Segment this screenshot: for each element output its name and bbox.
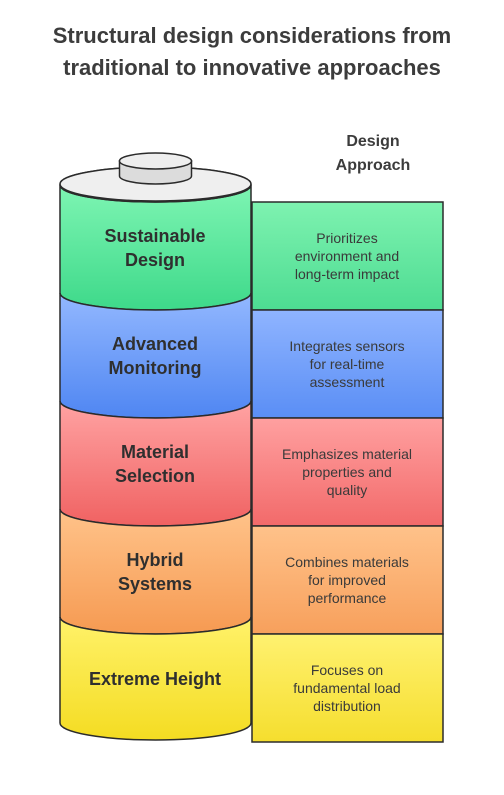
description-line: quality (326, 482, 368, 498)
description-line: distribution (313, 698, 381, 714)
description-text: Focuses on fundamental load distribution (252, 661, 442, 715)
segment-label-line: Sustainable (104, 225, 206, 246)
segment-label-line: Advanced (111, 333, 199, 354)
description-box (251, 525, 444, 635)
description-text: Prioritizes environment and long-term impa… (252, 229, 442, 283)
description-line: properties and (302, 464, 392, 480)
segment-label-line: Selection (114, 465, 196, 486)
cylinder-terminal-top (118, 152, 193, 170)
segment-label-line: Systems (117, 573, 193, 594)
segment-label-line: Extreme Height (88, 668, 222, 689)
diagram-title: Structural design considerations from tr… (0, 20, 504, 84)
column-header: Design Approach (318, 130, 428, 178)
title-line-1: Structural design considerations from (52, 23, 452, 48)
segment-label-line: Material (120, 441, 190, 462)
description-text: Combines materials for improved performanc… (252, 553, 442, 607)
segment-label-line: Monitoring (108, 357, 202, 378)
description-line: long-term impact (294, 266, 400, 282)
cylinder-segment (59, 616, 252, 741)
description-text: Emphasizes material properties and quality (252, 445, 442, 499)
column-header-line-2: Approach (335, 157, 411, 174)
column-header-line-1: Design (346, 133, 400, 150)
description-line: Focuses on (310, 662, 384, 678)
description-line: for real-time (309, 356, 385, 372)
description-line: Integrates sensors (289, 338, 405, 354)
description-line: environment and (294, 248, 400, 264)
description-line: performance (307, 590, 387, 606)
description-box (251, 633, 444, 743)
description-line: Prioritizes (316, 230, 378, 246)
description-box (251, 309, 444, 419)
segment-label-line: Hybrid (126, 549, 184, 570)
description-line: Combines materials (285, 554, 409, 570)
segment-label-line: Design (124, 249, 185, 270)
title-line-2: traditional to innovative approaches (63, 55, 441, 80)
description-line: Emphasizes material (282, 446, 412, 462)
segment-label: Extreme Height (60, 667, 250, 691)
description-text: Integrates sensors for real-time assessmen… (252, 337, 442, 391)
description-line: assessment (309, 374, 385, 390)
description-box (251, 417, 444, 527)
description-line: for improved (308, 572, 386, 588)
description-line: fundamental load (293, 680, 401, 696)
